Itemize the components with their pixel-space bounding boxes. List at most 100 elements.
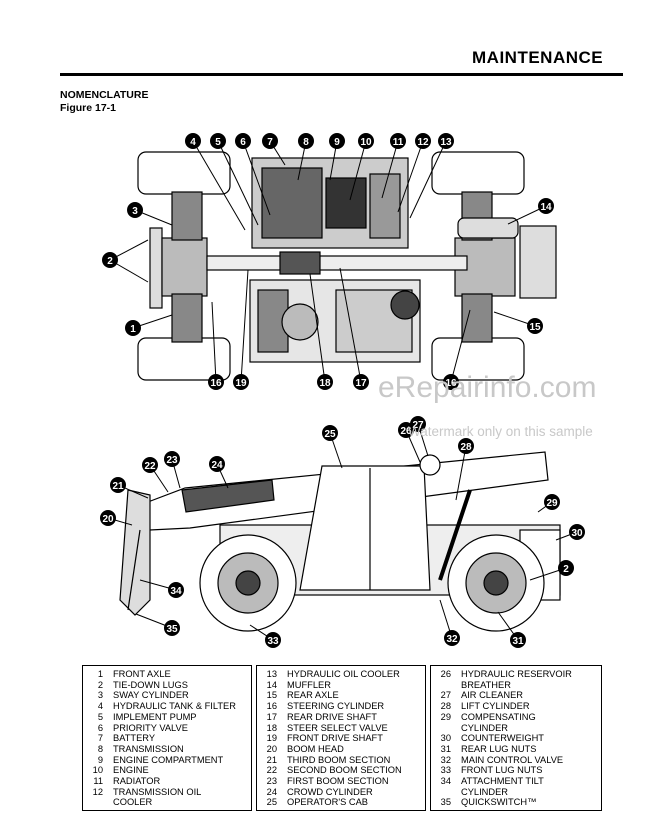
legend-row: 21 THIRD BOOM SECTION (257, 755, 425, 766)
legend-number: 29 (440, 711, 451, 722)
callout-6: 6 (235, 133, 251, 149)
nomenclature-figure: 1 2 3 4 5 6 7 8 9 10 11 12 13 14 15 16 1… (100, 133, 585, 648)
svg-text:30: 30 (571, 528, 583, 539)
legend-number: 14 (266, 679, 277, 690)
legend-row: 28 LIFT CYLINDER (431, 701, 601, 712)
callout-15: 15 (527, 318, 543, 334)
svg-text:18: 18 (319, 378, 331, 389)
legend-text: CYLINDER (461, 786, 509, 797)
legend-text: REAR DRIVE SHAFT (287, 711, 377, 722)
callout-4: 4 (185, 133, 201, 149)
figure-label: Figure 17-1 (60, 102, 117, 114)
legend-number: 20 (266, 743, 277, 754)
callout-1: 1 (125, 320, 141, 336)
legend-text: FIRST BOOM SECTION (287, 776, 389, 787)
legend-row: 1 FRONT AXLE (83, 669, 251, 680)
svg-text:24: 24 (211, 460, 223, 471)
callout-16b: 16 (443, 374, 459, 390)
legend-text: COMPENSATING (461, 711, 536, 722)
callout-9: 9 (329, 133, 345, 149)
legend-number: 21 (266, 754, 277, 765)
legend-text: BREATHER (461, 679, 511, 690)
legend-row: 29 COMPENSATING (431, 712, 601, 723)
top-view-diagram (137, 151, 557, 381)
legend-text: REAR AXLE (287, 690, 339, 701)
callout-11: 11 (390, 133, 406, 149)
legend-number: 10 (92, 765, 103, 776)
legend-text: LIFT CYLINDER (461, 701, 530, 712)
legend-number: 26 (440, 669, 451, 679)
legend-number (431, 680, 461, 691)
legend-row: 27 AIR CLEANER (431, 690, 601, 701)
callout-23: 23 (164, 451, 180, 467)
callout-35: 35 (164, 620, 180, 636)
svg-text:6: 6 (240, 137, 246, 148)
legend-number: 11 (93, 776, 103, 787)
legend-number: 12 (92, 786, 103, 797)
legend-text: QUICKSWITCH™ (461, 797, 537, 808)
legend-text: AIR CLEANER (461, 690, 523, 701)
svg-text:32: 32 (446, 634, 458, 645)
legend-text: STEERING CYLINDER (287, 701, 385, 712)
legend-text: RADIATOR (113, 776, 161, 787)
legend-number: 5 (97, 711, 103, 722)
legend-number: 9 (97, 754, 103, 765)
svg-text:7: 7 (267, 137, 273, 148)
legend-row: COOLER (83, 797, 251, 808)
watermark-subtext: Watermark only on this sample (408, 424, 593, 439)
legend-number: 4 (97, 701, 103, 712)
legend-number: 32 (440, 754, 451, 765)
svg-text:34: 34 (170, 586, 182, 597)
callout-12: 12 (415, 133, 431, 149)
svg-text:11: 11 (393, 137, 404, 148)
legend-text: FRONT AXLE (113, 669, 171, 679)
legend-text: THIRD BOOM SECTION (287, 754, 391, 765)
legend-number: 8 (97, 743, 103, 754)
svg-text:10: 10 (360, 137, 372, 148)
callout-31: 31 (510, 632, 526, 648)
legend-number: 27 (440, 690, 451, 701)
svg-text:29: 29 (546, 498, 558, 509)
callout-3: 3 (127, 202, 143, 218)
legend-text: SWAY CYLINDER (113, 690, 189, 701)
legend-number: 1 (97, 669, 103, 679)
legend-text: TIE-DOWN LUGS (113, 679, 188, 690)
legend-text: COOLER (113, 797, 153, 808)
callout-markers: 1 2 3 4 5 6 7 8 9 10 11 12 13 14 15 16 1… (100, 133, 585, 648)
callout-22: 22 (142, 457, 158, 473)
side-view-diagram (119, 451, 561, 632)
legend-number: 3 (97, 690, 103, 701)
svg-text:1: 1 (130, 324, 136, 335)
legend-text: ENGINE COMPARTMENT (113, 754, 224, 765)
legend-text: CYLINDER (461, 722, 509, 733)
legend-text: PRIORITY VALVE (113, 722, 188, 733)
svg-text:3: 3 (132, 206, 138, 217)
svg-text:4: 4 (190, 137, 196, 148)
svg-text:2: 2 (563, 564, 569, 575)
callout-30: 30 (569, 524, 585, 540)
legend-number: 28 (440, 701, 451, 712)
legend-number: 7 (97, 733, 103, 744)
callout-5: 5 (210, 133, 226, 149)
svg-text:16: 16 (445, 378, 457, 389)
callout-26: 26 (398, 422, 414, 438)
legend-text: REAR LUG NUTS (461, 743, 537, 754)
legend-row: 9 ENGINE COMPARTMENT (83, 755, 251, 766)
callout-13: 13 (438, 133, 454, 149)
legend-row: 3 SWAY CYLINDER (83, 690, 251, 701)
callout-8: 8 (298, 133, 314, 149)
legend-text: TRANSMISSION OIL (113, 786, 202, 797)
legend-text: MAIN CONTROL VALVE (461, 754, 564, 765)
legend-number: 23 (266, 776, 277, 787)
